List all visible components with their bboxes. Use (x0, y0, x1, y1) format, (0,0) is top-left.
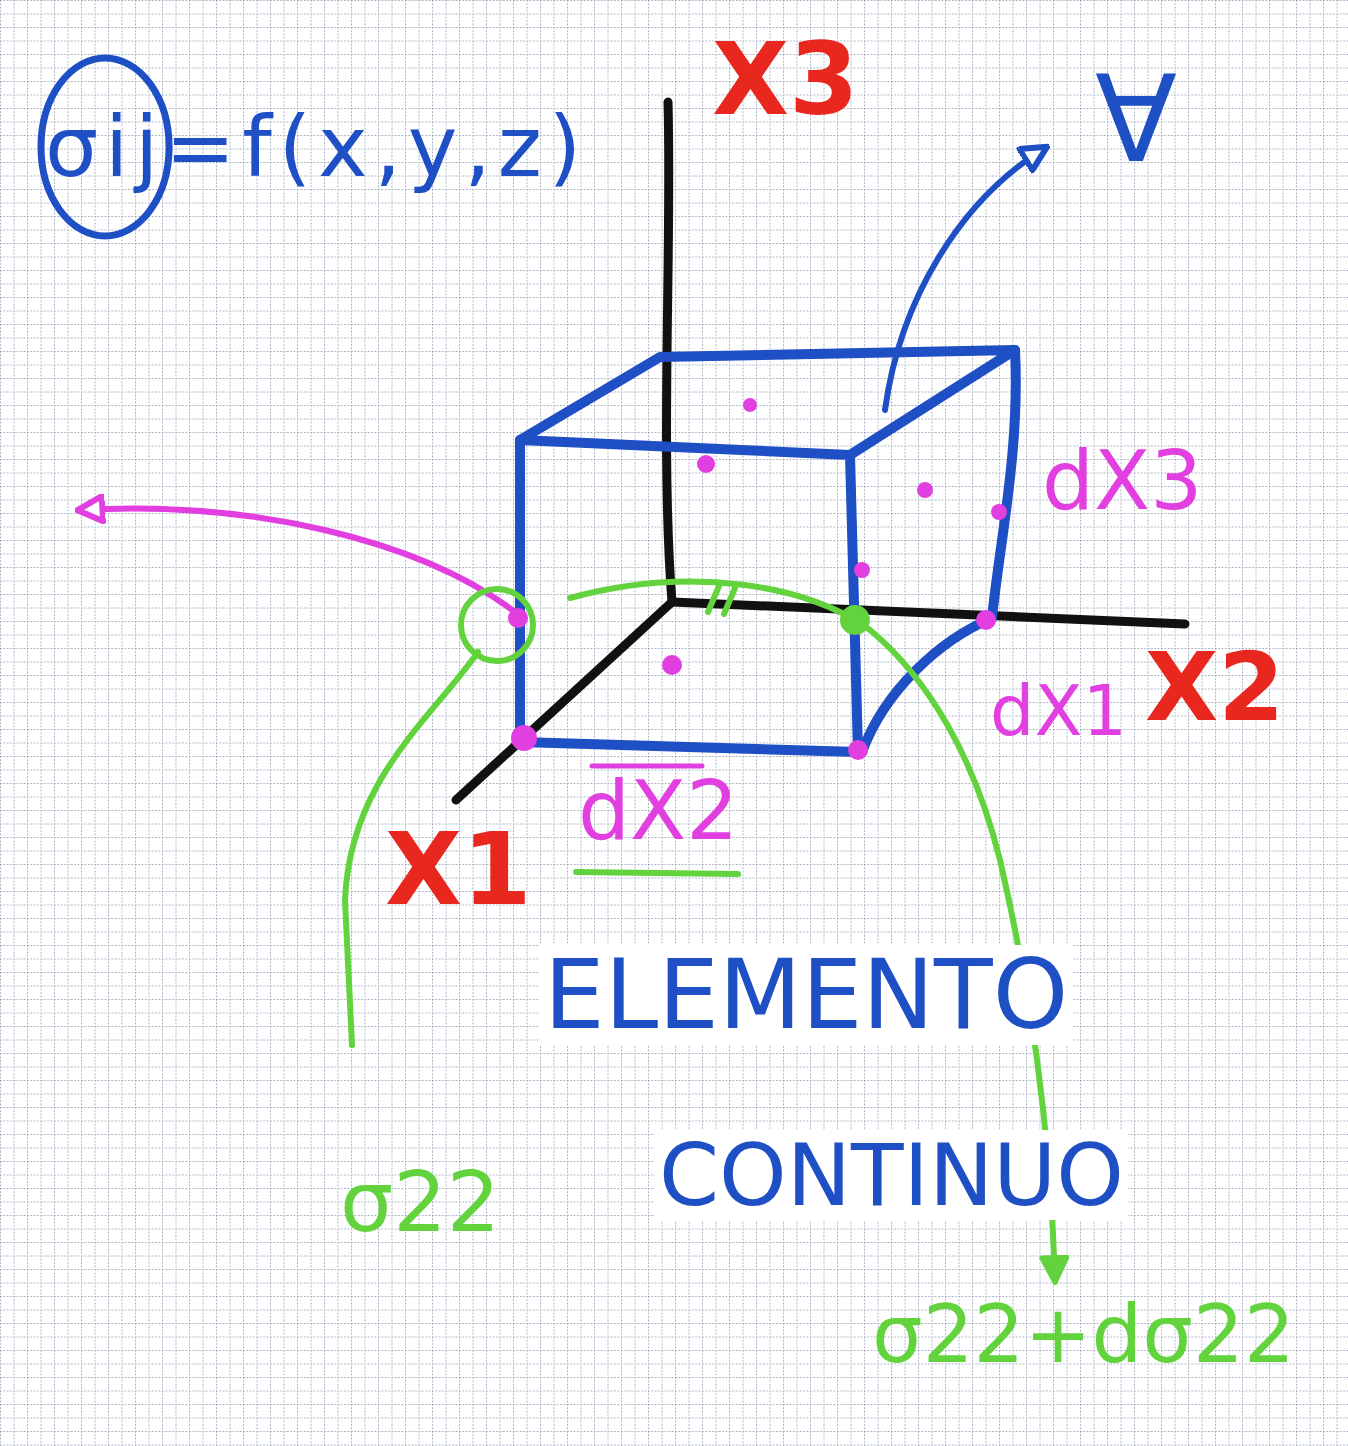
cube-top-face (520, 350, 1015, 455)
element-caption: CONTINUO (655, 1130, 1128, 1220)
parallel-marks (708, 586, 735, 614)
element-caption: ELEMENTO (540, 945, 1072, 1045)
dimension-label: dX2 (578, 770, 738, 852)
volume-symbol: ∀ (1095, 60, 1177, 180)
x2-axis (672, 602, 1185, 624)
cube-element (520, 350, 1016, 752)
dimension-label: dX3 (1042, 440, 1202, 522)
stress-label: σ22 (340, 1160, 500, 1244)
axis-name: X2 (1145, 640, 1284, 735)
point (743, 398, 757, 412)
point (917, 482, 933, 498)
axis-name: X3 (712, 30, 859, 130)
volume-pointer-arrow (885, 148, 1045, 410)
dx2-underline (576, 872, 738, 874)
face-circle (461, 589, 533, 661)
point (991, 504, 1007, 520)
point (854, 562, 870, 578)
stress-label: σ22+dσ22 (872, 1295, 1295, 1375)
dx2-overline (592, 764, 702, 769)
point (511, 725, 537, 751)
stress-function: σij=f(x,y,z) (45, 105, 588, 189)
face-center-point (840, 605, 870, 635)
point (848, 740, 868, 760)
point-pointer-arrow (80, 508, 515, 612)
face-points (508, 398, 1007, 760)
point (697, 455, 715, 473)
dimension-label: dX1 (990, 676, 1127, 746)
axis-name: X1 (385, 820, 532, 920)
point (976, 610, 996, 630)
point (662, 655, 682, 675)
